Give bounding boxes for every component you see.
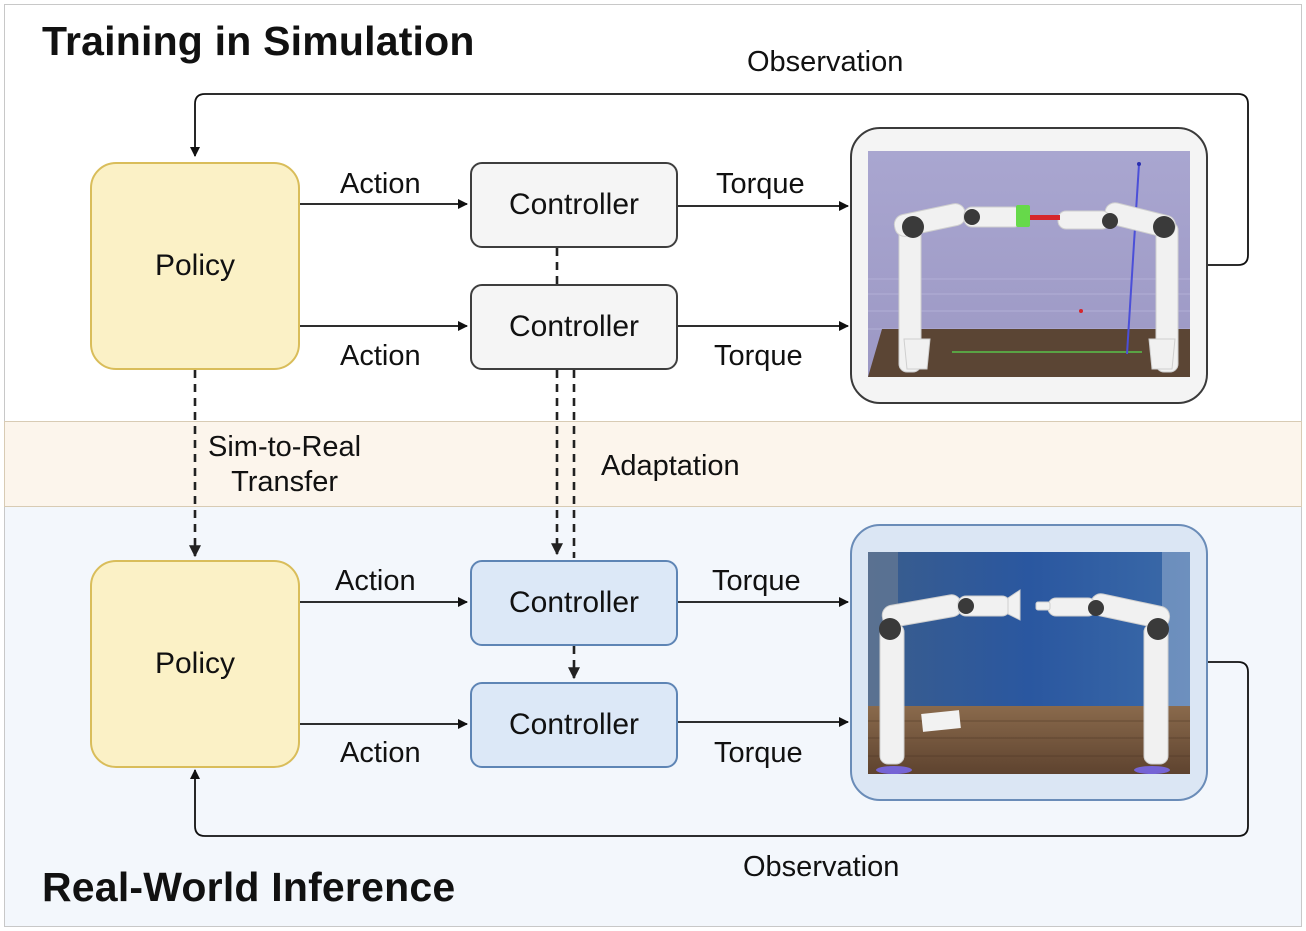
real-bottom-action-label: Action [340,737,421,769]
dual-arm-robot-photo-icon [868,552,1190,774]
sim-top-controller-box: Controller [470,162,678,248]
simulation-title: Training in Simulation [42,18,475,64]
adaptation-label: Adaptation [601,450,740,482]
real-world-scene-frame [850,524,1208,801]
real-top-controller-box: Controller [470,560,678,646]
dual-arm-robot-simulation-icon [868,151,1190,377]
real-top-controller-label: Controller [508,586,640,619]
sim-top-action-label: Action [340,168,421,200]
sim-to-real-line1: Sim-to-Real [208,431,362,463]
sim-policy-box: Policy [90,162,300,370]
sim-observation-label: Observation [747,46,904,78]
transfer-section [4,421,1302,507]
sim-to-real-transfer-label: Sim-to-Real Transfer [208,430,361,500]
sim-bottom-action-label: Action [340,340,421,372]
real-world-title: Real-World Inference [42,864,456,910]
real-bottom-torque-label: Torque [714,737,803,769]
sim-policy-label: Policy [154,249,236,282]
real-top-torque-label: Torque [712,565,801,597]
real-top-action-label: Action [335,565,416,597]
real-observation-label: Observation [743,851,900,883]
real-bottom-controller-label: Controller [508,708,640,741]
sim-bottom-controller-label: Controller [508,310,640,343]
real-policy-box: Policy [90,560,300,768]
sim-bottom-controller-box: Controller [470,284,678,370]
sim-bottom-torque-label: Torque [714,340,803,372]
sim-top-controller-label: Controller [508,188,640,221]
sim-to-real-line2: Transfer [231,465,338,498]
real-policy-label: Policy [154,647,236,680]
simulation-scene-frame [850,127,1208,404]
real-bottom-controller-box: Controller [470,682,678,768]
sim-top-torque-label: Torque [716,168,805,200]
